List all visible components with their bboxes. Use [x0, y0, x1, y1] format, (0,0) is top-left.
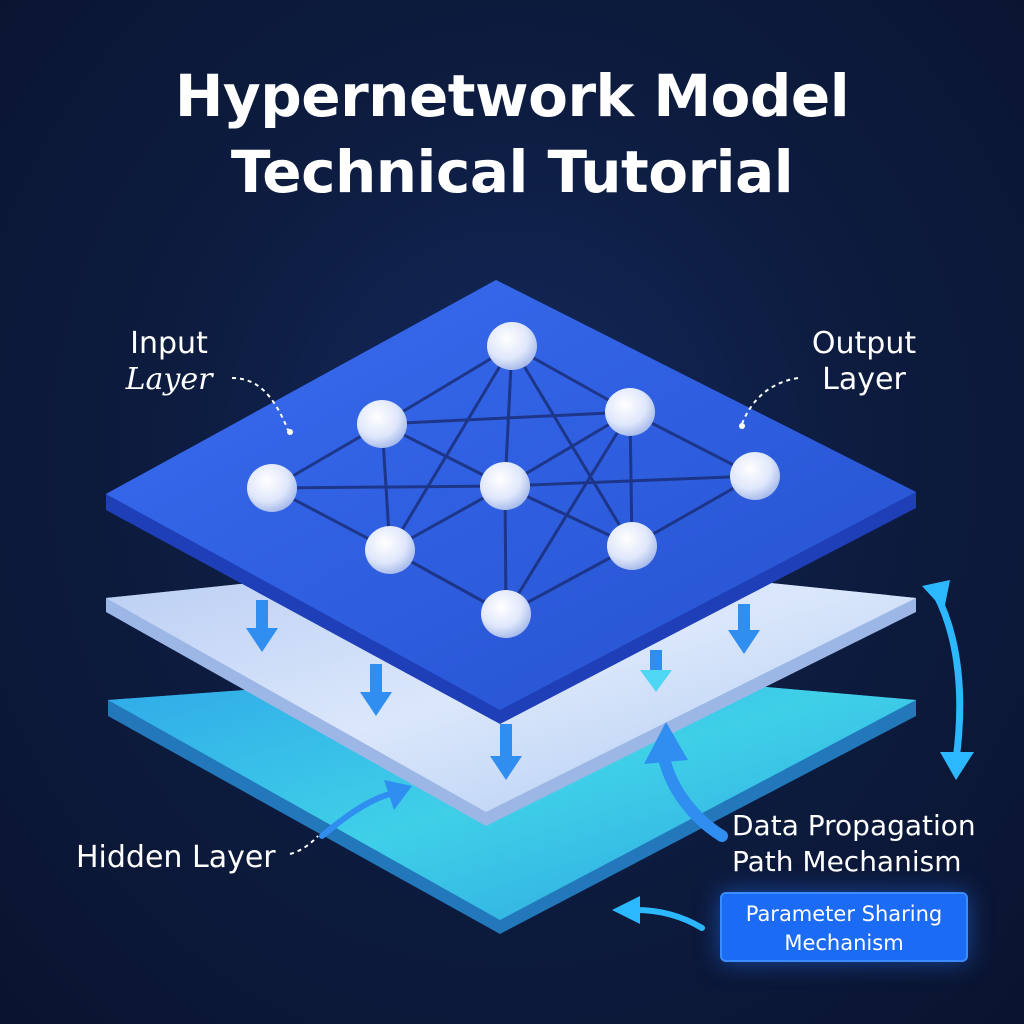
output-layer-label: Output Layer	[794, 326, 934, 398]
sharing-label-line-1: Parameter Sharing	[745, 902, 943, 926]
propagation-curved-arrow-icon	[644, 722, 728, 842]
down-arrow-icon	[360, 664, 392, 716]
title-line-1: Hypernetwork Model	[174, 62, 850, 130]
down-arrow-icon	[246, 600, 278, 652]
network-node	[247, 464, 297, 512]
network-node	[730, 452, 780, 500]
down-arrow-icon	[728, 604, 760, 654]
hidden-layer-arrow-icon	[319, 780, 412, 839]
title-line-2: Technical Tutorial	[230, 138, 794, 206]
output-label-line-1: Output	[811, 326, 917, 361]
network-nodes	[247, 322, 780, 638]
network-node	[480, 462, 530, 510]
down-arrow-icon	[640, 650, 672, 692]
network-node	[481, 590, 531, 638]
output-label-line-2: Layer	[822, 362, 906, 397]
propagation-label-line-2: Path Mechanism	[732, 845, 962, 878]
network-node	[607, 522, 657, 570]
down-arrow-icon	[490, 724, 522, 780]
input-label-line-2: Layer	[125, 362, 213, 397]
propagation-label: Data Propagation Path Mechanism	[732, 808, 976, 880]
down-arrows	[246, 600, 760, 780]
network-node	[605, 388, 655, 436]
network-node	[487, 322, 537, 370]
double-vertical-arrow-icon	[922, 580, 974, 780]
sharing-arrow-icon	[612, 896, 705, 931]
network-node	[365, 526, 415, 574]
pointer-lines	[231, 377, 799, 855]
page-title: Hypernetwork Model Technical Tutorial	[0, 58, 1024, 210]
sharing-label-line-2: Mechanism	[784, 931, 904, 955]
input-label-line-1: Input	[130, 326, 208, 361]
parameter-sharing-badge: Parameter Sharing Mechanism	[720, 892, 968, 962]
propagation-label-line-1: Data Propagation	[732, 809, 976, 842]
hidden-layer-label: Hidden Layer	[76, 840, 276, 875]
network-node	[357, 400, 407, 448]
input-layer-label: Input Layer	[114, 326, 224, 398]
